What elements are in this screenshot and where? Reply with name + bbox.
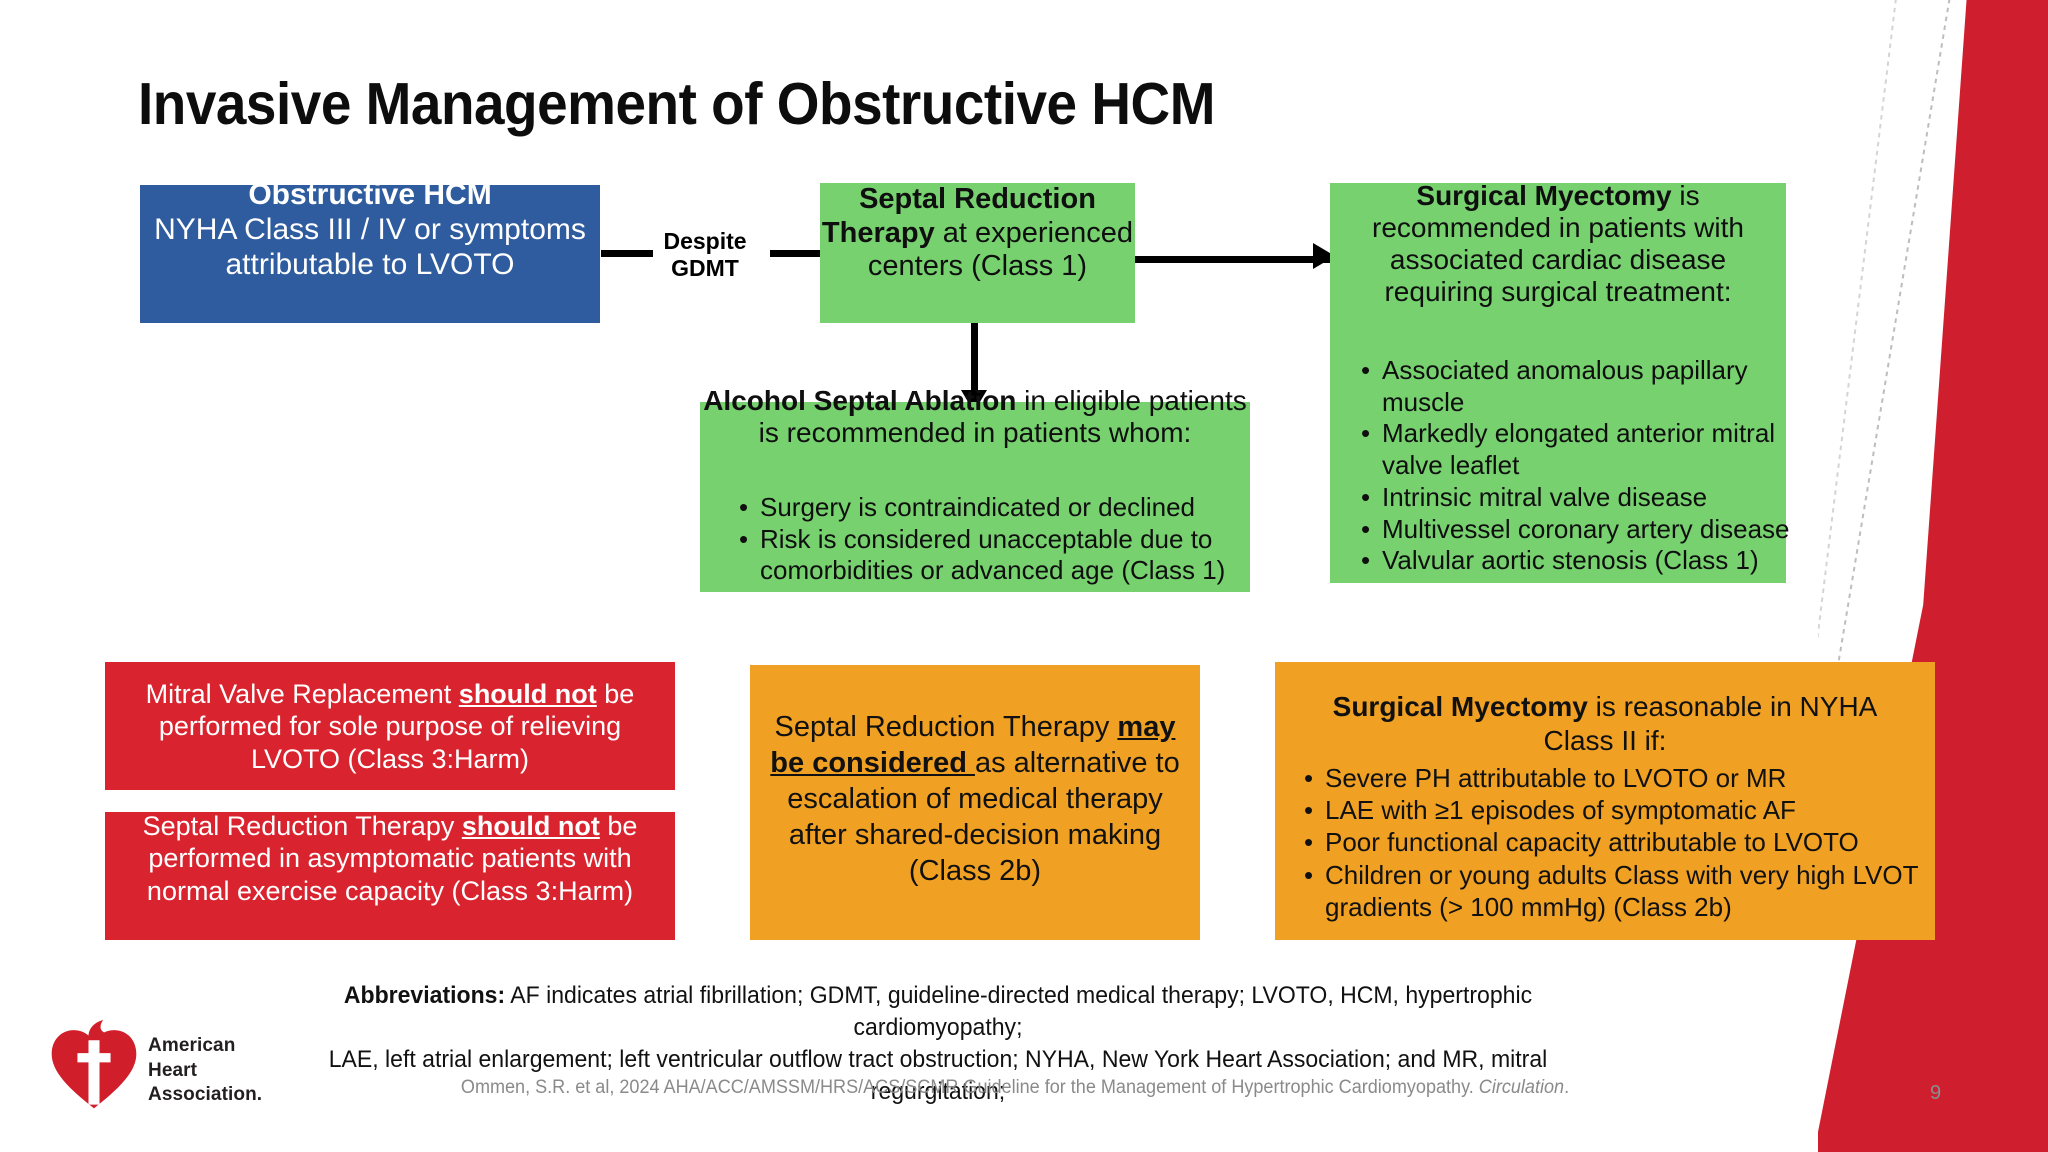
- list-item: Associated anomalous papillary muscle: [1352, 355, 1792, 418]
- mitral-valve-replacement-text: Mitral Valve Replacement should not be p…: [105, 678, 675, 775]
- despite-gdmt-label: Despite GDMT: [663, 228, 747, 281]
- srtcons-pre: Septal Reduction Therapy: [774, 711, 1118, 743]
- list-item: Valvular aortic stenosis (Class 1): [1352, 545, 1792, 577]
- page-number: 9: [1930, 1082, 1942, 1104]
- srtnot-emphasis: should not: [461, 811, 600, 841]
- obstructive-hcm-body: NYHA Class III / IV or symptoms attribut…: [154, 212, 586, 281]
- surgical-myectomy-intro: Surgical Myectomy is recommended in pati…: [1330, 180, 1786, 308]
- citation: Ommen, S.R. et al, 2024 AHA/ACC/AMSSM/HR…: [431, 1075, 1600, 1101]
- septal-reduction-considered-text: Septal Reduction Therapy may be consider…: [755, 710, 1195, 890]
- myectomy-reasonable-bullets: Severe PH attributable to LVOTO or MR LA…: [1295, 762, 1925, 923]
- septal-reduction-not-box: [105, 812, 675, 940]
- citation-period: .: [1564, 1077, 1570, 1098]
- septal-reduction-not-text: Septal Reduction Therapy should not be p…: [105, 810, 675, 907]
- mvr-post: be performed for sole purpose of relievi…: [158, 679, 635, 774]
- myectomy-reasonable-rest: is reasonable in NYHA Class II if:: [1543, 691, 1878, 756]
- citation-text: Ommen, S.R. et al, 2024 AHA/ACC/AMSSM/HR…: [460, 1077, 1479, 1098]
- arrow-to-myectomy-head: [1313, 243, 1335, 269]
- list-item: LAE with ≥1 episodes of symptomatic AF: [1295, 794, 1925, 826]
- mitral-valve-replacement-box: [105, 662, 675, 790]
- arrow-to-srt-shaft: [770, 250, 826, 257]
- obstructive-hcm-heading: Obstructive HCM: [248, 178, 492, 211]
- surgical-myectomy-bullets: Associated anomalous papillary muscle Ma…: [1352, 355, 1792, 577]
- list-item: Surgery is contraindicated or declined: [730, 492, 1250, 524]
- obstructive-hcm-box-text: Obstructive HCM NYHA Class III / IV or s…: [140, 178, 600, 282]
- list-item: Children or young adults Class with very…: [1295, 859, 1925, 923]
- arrow-to-myectomy-shaft: [1135, 256, 1335, 263]
- srtcons-post: as alternative to escalation of medical …: [787, 746, 1180, 887]
- ablation-rest: in eligible patients is recommended in p…: [758, 385, 1247, 449]
- alcohol-septal-ablation-bullets: Surgery is contraindicated or declined R…: [730, 492, 1250, 587]
- abbreviations-label: Abbreviations:: [343, 982, 506, 1009]
- aha-logo-line-2: Heart: [148, 1059, 198, 1081]
- srt-rest: at experienced centers (Class 1): [867, 216, 1134, 283]
- list-item: Poor functional capacity attributable to…: [1295, 826, 1925, 858]
- decorative-ribbon: [1818, 0, 2048, 1152]
- aha-logo-text: American Heart Association.: [148, 1034, 262, 1108]
- alcohol-septal-ablation-intro: Alcohol Septal Ablation in eligible pati…: [690, 385, 1260, 450]
- myectomy-reasonable-intro: Surgical Myectomy is reasonable in NYHA …: [1285, 690, 1925, 757]
- aha-logo-line-1: American: [148, 1035, 236, 1056]
- abbreviations-line-2: LAE, left atrial enlargement; left ventr…: [328, 1045, 1548, 1105]
- srtnot-pre: Septal Reduction Therapy: [142, 811, 462, 841]
- septal-reduction-therapy-text: Septal Reduction Therapy at experienced …: [820, 183, 1135, 284]
- citation-journal: Circulation: [1478, 1077, 1565, 1098]
- arrow-to-ablation-shaft: [971, 323, 978, 401]
- srtcons-emphasis: may be considered: [770, 711, 1176, 779]
- srtnot-post: be performed in asymptomatic patients wi…: [146, 811, 638, 906]
- obstructive-hcm-box: [140, 185, 600, 323]
- aha-heart-torch-icon: [51, 1020, 137, 1109]
- septal-reduction-therapy-box: [820, 183, 1135, 323]
- mvr-emphasis: should not: [458, 679, 597, 709]
- myectomy-bold: Surgical Myectomy: [1416, 180, 1672, 211]
- ablation-bold: Alcohol Septal Ablation: [703, 385, 1017, 416]
- list-item: Risk is considered unacceptable due to c…: [730, 524, 1250, 587]
- list-item: Markedly elongated anterior mitral valve…: [1352, 418, 1792, 481]
- mvr-pre: Mitral Valve Replacement: [145, 679, 459, 709]
- list-item: Intrinsic mitral valve disease: [1352, 482, 1792, 514]
- myectomy-rest: is recommended in patients with associat…: [1372, 180, 1744, 307]
- aha-logo: American Heart Association.: [48, 1018, 278, 1118]
- list-item: Multivessel coronary artery disease: [1352, 514, 1792, 546]
- aha-logo-line-3: Association.: [148, 1084, 263, 1106]
- arrow-to-despite: [601, 250, 653, 257]
- list-item: Severe PH attributable to LVOTO or MR: [1295, 762, 1925, 794]
- srt-bold: Septal Reduction Therapy: [821, 183, 1096, 249]
- myectomy-reasonable-bold: Surgical Myectomy: [1332, 691, 1588, 722]
- septal-reduction-considered-box: [750, 665, 1200, 940]
- abbreviations-note: Abbreviations: AF indicates atrial fibri…: [271, 980, 1606, 1107]
- page-title: Invasive Management of Obstructive HCM: [138, 71, 1215, 137]
- abbreviations-line-1: AF indicates atrial fibrillation; GDMT, …: [505, 982, 1533, 1041]
